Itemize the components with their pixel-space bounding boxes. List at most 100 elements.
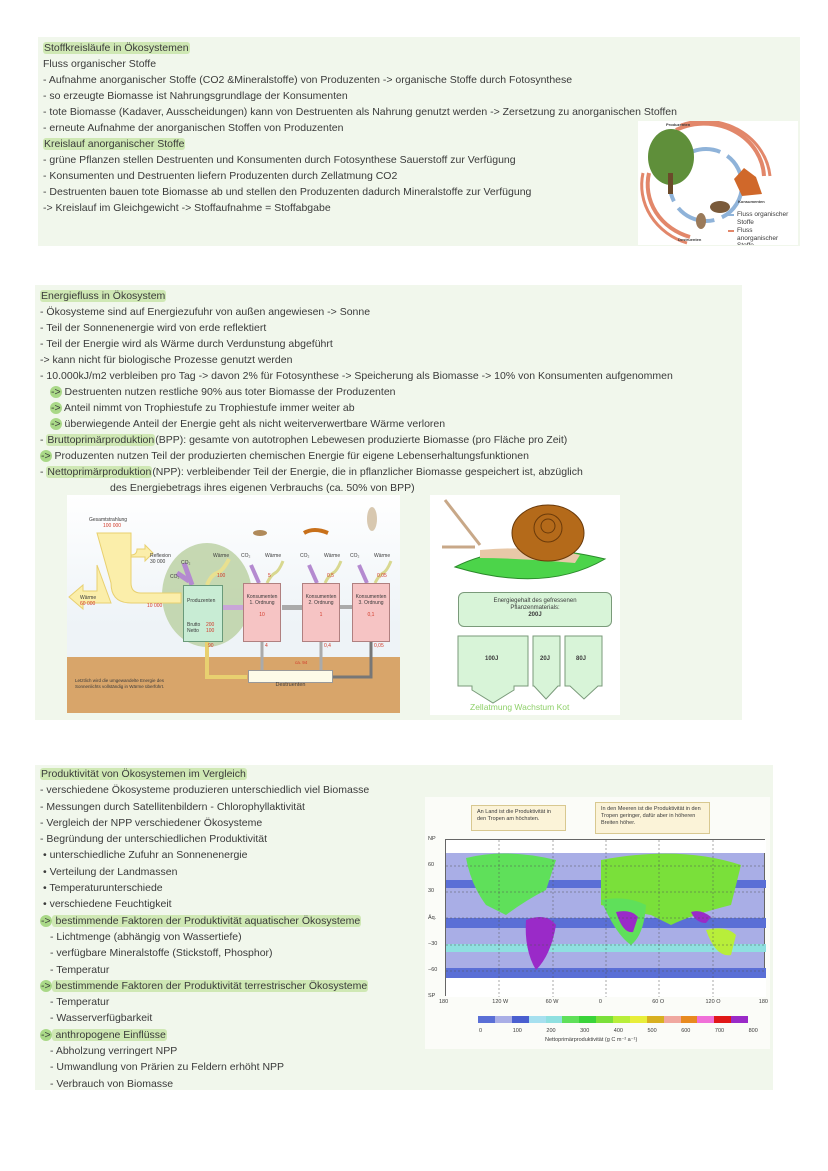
section-energiefluss: Energiefluss in Ökosystem - Ökosysteme si… <box>35 285 742 720</box>
text-segment: - Aufnahme anorganischer Stoffe (CO2 &Mi… <box>43 74 573 86</box>
text-segment: - <box>40 466 47 478</box>
consumer-dead-value: 0,05 <box>374 643 384 649</box>
legend-swatch <box>596 1016 613 1023</box>
ground <box>67 657 400 713</box>
energy-content-box: Energiegehalt des gefressenen Pflanzenma… <box>458 592 612 627</box>
text-segment: - grüne Pflanzen stellen Destruenten und… <box>43 154 516 166</box>
text-line: - grüne Pflanzen stellen Destruenten und… <box>43 152 677 168</box>
text-segment: Anteil nimmt von Trophiestufe zu Trophie… <box>61 402 355 414</box>
legend-tick: 500 <box>647 1028 657 1034</box>
text-segment: - Umwandlung von Prärien zu Feldern erhö… <box>50 1061 285 1074</box>
decomposers-label: Destruenten <box>678 237 702 242</box>
total-radiation-label: Gesamtstrahlung <box>89 517 128 523</box>
text-segment: -> kann nicht für biologische Prozesse g… <box>40 354 293 366</box>
consumer-box: Konsumenten 3. Ordnung 0,1 <box>352 583 390 642</box>
text-line: - Umwandlung von Prärien zu Feldern erhö… <box>40 1059 369 1075</box>
text-segment: • unterschiedliche Zufuhr an Sonnenenerg… <box>43 849 248 862</box>
longitude-label: 120 W <box>492 999 509 1005</box>
text-line: • Temperaturunterschiede <box>40 880 369 896</box>
text-segment: • verschiedene Feuchtigkeit <box>43 898 172 911</box>
highlighted-text: bestimmende Faktoren der Produktivität a… <box>51 914 362 927</box>
legend-organic: Fluss organischer Stoffe <box>737 211 789 226</box>
legend-swatch <box>629 1016 647 1023</box>
text-segment: Destruenten nutzen restliche 90% aus tot… <box>61 386 396 398</box>
snail-energy-figure: Energiegehalt des gefressenen Pflanzenma… <box>430 495 620 715</box>
text-segment: - erneute Aufnahme der anorganischen Sto… <box>43 122 344 134</box>
decomposer-icon <box>696 213 706 229</box>
text-line: - Nettoprimärproduktion(NPP): verbleiben… <box>40 464 673 480</box>
consumer-box: Konsumenten 2. Ordnung 1 <box>302 583 340 642</box>
text-segment: überwiegende Anteil der Energie geht als… <box>61 418 446 430</box>
text-segment: - Ökosysteme sind auf Energiezufuhr von … <box>40 306 371 318</box>
consumer-heat-value: 5 <box>268 573 271 579</box>
legend-swatch <box>478 1016 495 1023</box>
arrow-marker: -> <box>40 450 52 462</box>
text-line: - Vergleich der NPP verschiedener Ökosys… <box>40 815 369 831</box>
text-segment: - Temperatur <box>50 996 110 1009</box>
co2-label: CO₂ <box>241 553 251 559</box>
respiration-value: 100J <box>485 656 499 662</box>
text-line: -> bestimmende Faktoren der Produktivitä… <box>40 978 369 994</box>
text-line: -> Produzenten nutzen Teil der produzier… <box>40 448 673 464</box>
text-line: Energiefluss in Ökosystem <box>40 288 673 304</box>
text-line: - Temperatur <box>40 962 369 978</box>
text-line: - Bruttoprimärproduktion(BPP): gesamte v… <box>40 432 673 448</box>
arrow-marker: -> <box>40 1028 52 1041</box>
heat-label: Wärme <box>213 553 230 559</box>
text-segment: (NPP): verbleibender Teil der Energie, d… <box>152 466 583 478</box>
highlighted-text: Kreislauf anorganischer Stoffe <box>43 138 186 150</box>
consumer-dead-value: 4 <box>265 643 268 649</box>
text-segment: - verschiedene Ökosysteme produzieren un… <box>40 784 370 797</box>
heat-label: Wärme <box>265 553 282 559</box>
text-line: - Konsumenten und Destruenten liefern Pr… <box>43 168 677 184</box>
text-segment: - tote Biomasse (Kadaver, Ausscheidungen… <box>43 106 677 118</box>
legend-swatch <box>697 1016 715 1023</box>
text-segment: - Temperatur <box>50 963 110 976</box>
consumer-label: Konsumenten <box>355 594 387 600</box>
producers-label: Produzenten <box>666 122 691 127</box>
callout-land: An Land ist die Produktivität in den Tro… <box>471 805 566 831</box>
text-line: - erneute Aufnahme der anorganischen Sto… <box>43 120 677 136</box>
snail-leaf-icon <box>442 499 607 580</box>
fox-icon <box>734 168 762 196</box>
highlighted-text: Nettoprimärproduktion <box>46 466 153 478</box>
longitude-label: 120 O <box>705 999 721 1005</box>
legend-inorganic: Fluss anorganischer Stoffe <box>737 227 779 245</box>
text-segment: Produzenten nutzen Teil der produzierten… <box>51 450 529 462</box>
callout-sea: In den Meeren ist die Produktivität in d… <box>595 802 710 834</box>
weasel-icon <box>302 528 329 535</box>
text-segment: (BPP): gesamte von autotrophen Lebewesen… <box>155 434 568 446</box>
text-line: - Ökosysteme sind auf Energiezufuhr von … <box>40 304 673 320</box>
legend-swatch <box>613 1016 630 1023</box>
energy-footnote: Letztlich wird die umgewandelte Energie … <box>75 678 165 689</box>
legend-swatch <box>680 1016 698 1023</box>
text-line: -> Kreislauf im Gleichgewicht -> Stoffau… <box>43 200 677 216</box>
text-line: -> Anteil nimmt von Trophiestufe zu Trop… <box>40 400 673 416</box>
legend-swatch <box>714 1016 732 1023</box>
highlighted-text: Produktivität von Ökosystemen im Verglei… <box>40 768 247 780</box>
legend-swatch <box>528 1016 546 1023</box>
text-segment: - Abholzung verringert NPP <box>50 1045 178 1058</box>
arrow-marker: -> <box>50 386 62 398</box>
text-segment: -> Kreislauf im Gleichgewicht -> Stoffau… <box>43 202 331 214</box>
highlighted-text: Energiefluss in Ökosystem <box>40 290 167 302</box>
legend-swatch <box>494 1016 512 1023</box>
text-line: des Energiebetrags ihres eigenen Verbrau… <box>40 480 673 496</box>
text-line: • unterschiedliche Zufuhr an Sonnenenerg… <box>40 847 369 863</box>
text-segment: - Lichtmenge (abhängig von Wassertiefe) <box>50 930 242 943</box>
text-segment: - Begründung der unterschiedlichen Produ… <box>40 833 268 846</box>
text-segment: • Temperaturunterschiede <box>43 882 163 895</box>
text-line: - Begründung der unterschiedlichen Produ… <box>40 831 369 847</box>
growth-value: 20J <box>540 656 551 662</box>
highlighted-text: Bruttoprimärproduktion <box>46 434 156 446</box>
text-segment: - so erzeugte Biomasse ist Nahrungsgrund… <box>43 90 348 102</box>
co2-label: CO₂ <box>181 560 191 566</box>
consumer-heat-value: 0,05 <box>377 573 387 579</box>
heat-label: Wärme <box>374 553 391 559</box>
legend-title: Nettoprimärproduktivität (g C m⁻² a⁻¹) <box>545 1037 638 1043</box>
producer-dead-value: 90 <box>208 643 214 649</box>
text-line: - tote Biomasse (Kadaver, Ausscheidungen… <box>43 104 677 120</box>
energy-split-caption: Zellatmung Wachstum Kot <box>470 702 570 712</box>
mouse-icon <box>253 530 267 536</box>
